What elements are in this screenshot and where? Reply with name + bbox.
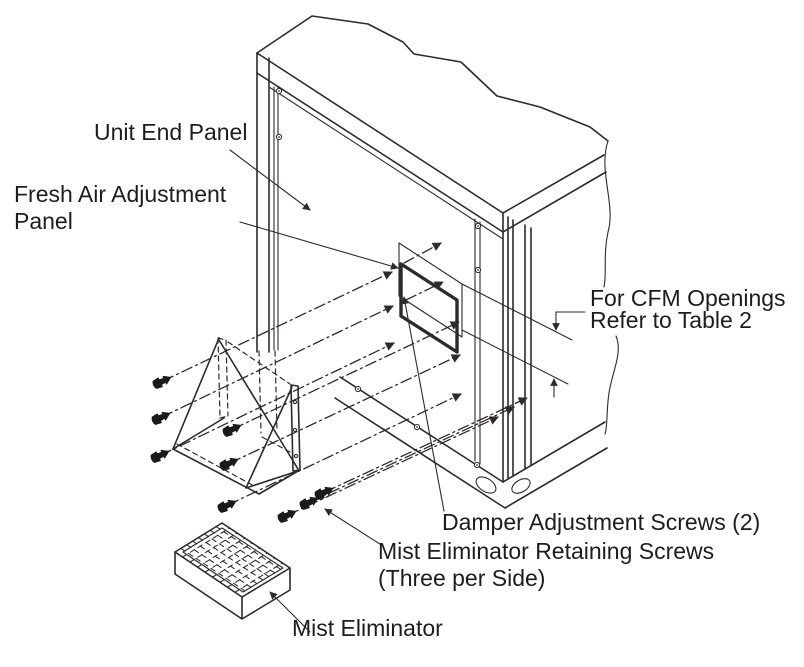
leader-damper-screws [401, 296, 445, 512]
hood-right-plate [245, 386, 299, 489]
lifting-slot-right [511, 478, 531, 494]
label-fresh-air-line2: Panel [14, 208, 73, 234]
label-damper-screws: Damper Adjustment Screws (2) [442, 509, 760, 535]
top-face-jagged-break [256, 15, 609, 142]
eave-top-edge [256, 52, 605, 214]
damper-frame [399, 262, 459, 354]
cfm-extension-lower [461, 329, 569, 385]
hood-bottom-edge [172, 448, 299, 495]
label-cfm-line1: For CFM Openings [590, 285, 786, 311]
pad-weave-pattern [180, 526, 285, 594]
hood-bottom-hidden [176, 443, 257, 488]
hood-left-plate [172, 337, 225, 450]
leader-fresh-air-panel [239, 221, 399, 270]
label-leaders [229, 149, 445, 633]
right-channel [474, 218, 481, 465]
pad-sides [174, 551, 291, 620]
leader-retaining-screws [324, 508, 384, 547]
hood-front-bar [290, 384, 301, 472]
screw-centerlines [160, 242, 528, 516]
left-channel [273, 86, 279, 351]
cfm-dimension-callout [550, 311, 586, 398]
near-corner-post [502, 212, 532, 482]
hood-top-connector [227, 341, 291, 385]
base-band-front-side [502, 421, 608, 509]
fascia-band-bottom [256, 72, 607, 233]
wavy-break-lower [604, 335, 619, 435]
retaining-screws [149, 372, 336, 525]
wavy-break-upper [603, 140, 611, 288]
label-unit-end-panel: Unit End Panel [94, 119, 247, 145]
label-fresh-air-line1: Fresh Air Adjustment [14, 181, 227, 207]
labels: Unit End Panel Fresh Air Adjustment Pane… [14, 119, 786, 641]
leader-mist-eliminator [269, 591, 311, 633]
label-retaining-line1: Mist Eliminator Retaining Screws [378, 538, 714, 564]
pad-inner-border [182, 527, 284, 593]
hood-back-bar-hidden [217, 337, 229, 419]
label-cfm-line2: Refer to Table 2 [590, 307, 752, 333]
unit-cabinet [256, 15, 619, 509]
lifting-slot-left [475, 476, 497, 494]
left-corner-post [256, 52, 270, 353]
panel-top-seam [268, 86, 504, 240]
mist-eliminator-pad [174, 522, 291, 620]
hood-brace [218, 339, 299, 470]
label-mist-eliminator: Mist Eliminator [292, 615, 443, 641]
fresh-air-hood-frame [172, 337, 301, 495]
label-retaining-line2: (Three per Side) [378, 565, 545, 591]
panel-opening-outline [398, 242, 463, 338]
leader-unit-end-panel [229, 149, 311, 211]
fresh-air-opening [398, 242, 573, 385]
